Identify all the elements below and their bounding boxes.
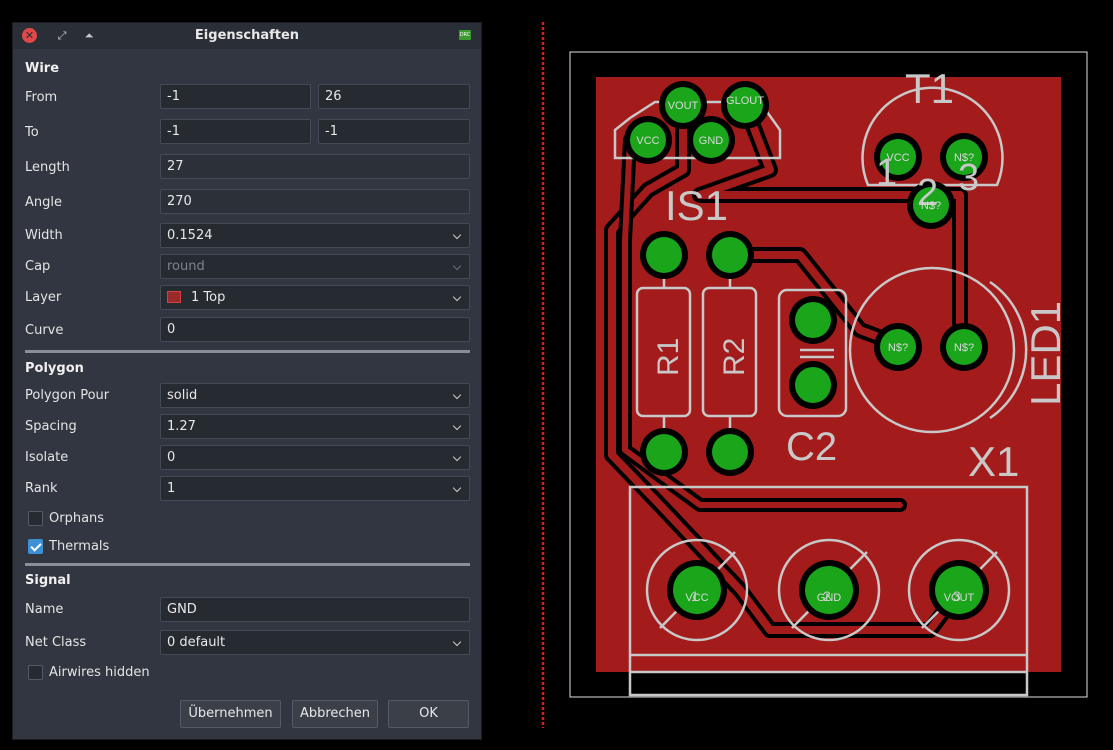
signal-name-field[interactable]: GND	[160, 597, 470, 622]
cap-combo: round	[160, 254, 470, 279]
pad-label-x1-gnd: GND	[817, 592, 842, 604]
curve-label: Curve	[25, 323, 64, 338]
spacing-combo[interactable]: 1.27	[160, 414, 470, 439]
layer-combo[interactable]: 1 Top	[160, 285, 470, 310]
silkscreen	[613, 86, 1029, 697]
to-y-field[interactable]: -1	[318, 119, 470, 144]
width-combo[interactable]: 0.1524	[160, 223, 470, 248]
label-x1-pin2: 2	[823, 588, 831, 604]
label-x1: X1	[968, 438, 1019, 485]
pad-label-x1-vcc: VCC	[685, 592, 708, 604]
close-icon[interactable]: ✕	[22, 28, 37, 43]
thermals-checkbox[interactable]	[28, 539, 43, 554]
width-label: Width	[25, 228, 63, 243]
length-field: 27	[160, 154, 470, 179]
drc-icon: DRC	[459, 30, 471, 40]
restore-icon[interactable]: ⤢	[57, 29, 67, 42]
angle-field: 270	[160, 189, 470, 214]
angle-label: Angle	[25, 195, 62, 210]
net-class-combo[interactable]: 0 default	[160, 630, 470, 655]
pad-label-t1-n2: N$?	[921, 200, 941, 212]
name-label: Name	[25, 602, 64, 617]
label-c2: C2	[786, 425, 837, 469]
cap-label: Cap	[25, 259, 51, 274]
dialog-titlebar[interactable]: ✕ ⤢ ⏶ Eigenschaften DRC	[13, 23, 481, 49]
cancel-button[interactable]: Abbrechen	[292, 700, 378, 728]
to-x-field[interactable]: -1	[160, 119, 311, 144]
dialog-title: Eigenschaften	[194, 28, 300, 43]
pad-label-gnd: GND	[699, 135, 724, 147]
orphans-label[interactable]: Orphans	[49, 511, 105, 526]
board-frame	[569, 51, 1088, 698]
label-t1-pin1: 1	[876, 152, 897, 194]
apply-button[interactable]: Übernehmen	[180, 700, 281, 728]
rank-combo[interactable]: 1	[160, 476, 470, 501]
shade-icon[interactable]: ⏶	[84, 29, 94, 42]
isolate-combo[interactable]: 0	[160, 445, 470, 470]
pad-label-vcc: VCC	[636, 135, 659, 147]
pad-label-led-n: N$?	[888, 342, 908, 354]
label-t1-pin3: 3	[958, 157, 979, 199]
to-label: To	[25, 125, 39, 140]
from-y-field[interactable]: 26	[318, 84, 470, 109]
label-t1: T1	[905, 65, 954, 112]
orphans-checkbox[interactable]	[28, 511, 43, 526]
thermals-label[interactable]: Thermals	[49, 539, 110, 554]
pad-label-t1-vcc: VCC	[886, 152, 909, 164]
pad-label-t1-n: N$?	[954, 152, 974, 164]
separator	[25, 563, 470, 566]
layer-value: 1 Top	[191, 290, 226, 305]
net-class-label: Net Class	[25, 635, 87, 650]
pads	[624, 81, 989, 620]
airwires-hidden-checkbox[interactable]	[28, 665, 43, 680]
length-label: Length	[25, 160, 70, 175]
isolate-label: Isolate	[25, 450, 69, 465]
airwires-hidden-label[interactable]: Airwires hidden	[49, 665, 150, 680]
label-x1-pin3: 3	[953, 588, 961, 604]
from-x-field[interactable]: -1	[160, 84, 311, 109]
label-r2: R2	[718, 338, 751, 376]
separator	[25, 350, 470, 353]
polygon-pour-label: Polygon Pour	[25, 388, 110, 403]
curve-field[interactable]: 0	[160, 317, 470, 342]
pad-label-glout: GLOUT	[726, 95, 764, 107]
label-r1: R1	[652, 338, 685, 376]
label-t1-pin2: 2	[917, 172, 938, 214]
ok-button[interactable]: OK	[388, 700, 469, 728]
pad-label-vout: VOUT	[668, 100, 699, 112]
polygon-pour-combo[interactable]: solid	[160, 383, 470, 408]
from-label: From	[25, 90, 58, 105]
pad-label-led-n2: N$?	[954, 342, 974, 354]
label-is1: IS1	[665, 182, 728, 229]
label-led1: LED1	[1022, 301, 1069, 406]
polygon-heading: Polygon	[25, 361, 84, 376]
spacing-label: Spacing	[25, 419, 77, 434]
wire-heading: Wire	[25, 61, 60, 76]
properties-dialog[interactable]: ✕ ⤢ ⏶ Eigenschaften DRC Wire From -1 26 …	[12, 22, 482, 740]
rank-label: Rank	[25, 481, 58, 496]
layer-color-swatch	[167, 291, 181, 303]
pad-label-x1-vout: VOUT	[944, 592, 975, 604]
layer-label: Layer	[25, 290, 62, 305]
signal-heading: Signal	[25, 573, 71, 588]
label-x1-pin1: 1	[691, 588, 699, 604]
